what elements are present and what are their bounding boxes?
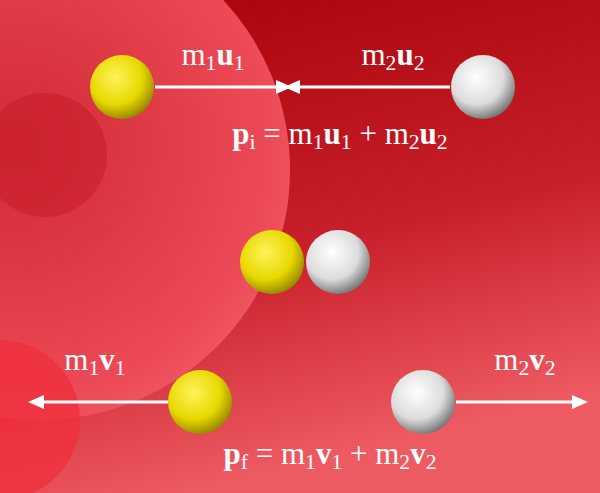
momentum-label: m2v2 (494, 343, 555, 381)
momentum-equation: pi = m1u1 + m2u2 (232, 117, 447, 155)
momentum-equation: pf = m1v1 + m2v2 (223, 437, 436, 475)
momentum-label: m2u2 (361, 38, 424, 76)
momentum-label: m1v1 (64, 343, 125, 381)
momentum-label: m1u1 (181, 38, 244, 76)
